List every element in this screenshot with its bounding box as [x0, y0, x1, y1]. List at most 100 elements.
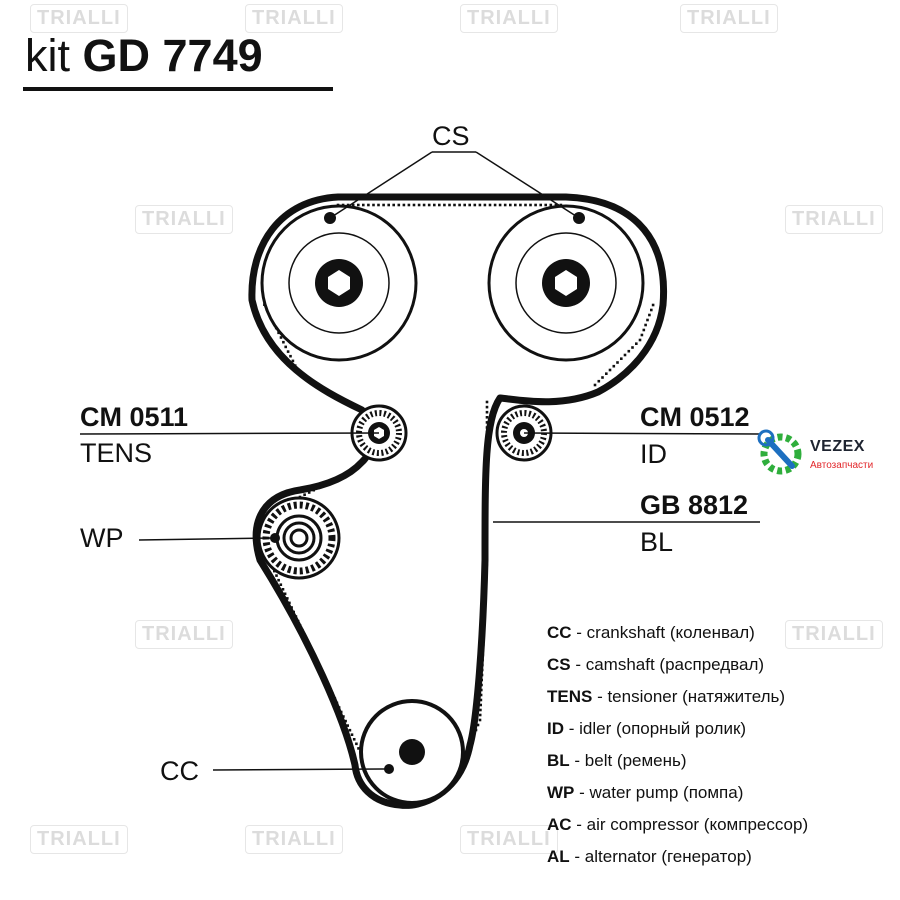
belt-tooth	[605, 372, 608, 375]
belt-tooth	[377, 203, 380, 207]
belt-tooth	[453, 203, 456, 207]
belt-tooth	[479, 703, 482, 707]
belt-tooth	[427, 203, 431, 207]
belt-tooth	[519, 203, 522, 207]
belt-tooth	[485, 400, 489, 404]
belt-tooth	[479, 693, 483, 697]
belt-tooth	[651, 303, 655, 307]
watermark: TRIALLI	[785, 205, 883, 234]
belt-tooth	[286, 350, 290, 353]
belt-tooth	[367, 203, 370, 207]
belt-tooth	[485, 421, 489, 424]
belt-tooth	[417, 203, 421, 207]
legend-item: CS - camshaft (распредвал)	[547, 655, 765, 674]
belt-tooth	[608, 368, 612, 372]
belt-tooth	[289, 354, 292, 358]
belt-tooth	[485, 405, 489, 409]
label-bl: BL	[640, 527, 674, 557]
watermark: TRIALLI	[30, 825, 128, 854]
belt-tooth	[344, 719, 347, 723]
belt-tooth	[544, 203, 547, 207]
belt-tooth	[493, 203, 497, 207]
brand-subtitle: Автозапчасти	[810, 460, 874, 471]
watermark: TRIALLI	[135, 205, 233, 234]
belt-tooth	[407, 203, 411, 207]
watermark: TRIALLI	[460, 825, 558, 854]
belt-tooth	[648, 313, 651, 317]
legend-item: TENS - tensioner (натяжитель)	[547, 687, 786, 706]
belt-tooth	[422, 203, 426, 207]
belt-tooth	[286, 597, 289, 600]
belt-tooth	[616, 361, 619, 364]
brand-name: VEZEX	[810, 438, 865, 455]
timing-belt	[248, 193, 668, 809]
belt-tooth	[644, 323, 647, 327]
belt-tooth	[650, 308, 653, 312]
belt-tooth	[372, 203, 375, 207]
belt-tooth	[514, 203, 517, 207]
belt-tooth	[438, 203, 441, 207]
belt-tooth	[412, 203, 416, 207]
belt-tooth	[485, 416, 489, 419]
watermark: TRIALLI	[460, 4, 558, 33]
belt-tooth	[601, 376, 604, 379]
watermark: TRIALLI	[785, 620, 883, 649]
belt-tooth	[283, 592, 287, 596]
belt-tooth	[282, 340, 285, 344]
belt-tooth	[281, 588, 285, 591]
belt-tooth	[351, 203, 355, 207]
belt-tooth	[402, 203, 406, 207]
legend-item: WP - water pump (помпа)	[547, 783, 744, 802]
belt-tooth	[382, 203, 385, 207]
belt-tooth	[485, 410, 489, 414]
label-gb8812: GB 8812	[640, 490, 749, 520]
watermark: TRIALLI	[245, 825, 343, 854]
belt-tooth	[458, 203, 461, 207]
belt-tooth	[387, 203, 390, 207]
belt-tooth	[529, 203, 532, 207]
belt-tooth	[534, 203, 537, 207]
belt-tooth	[284, 345, 287, 349]
belt-tooth	[549, 203, 553, 207]
belt-tooth	[478, 203, 482, 207]
belt-tooth	[479, 698, 483, 702]
belt-tooth	[554, 203, 558, 207]
label-id: ID	[640, 439, 667, 469]
belt-tooth	[346, 724, 349, 727]
label-wp: WP	[80, 523, 124, 553]
belt-tooth	[478, 718, 482, 722]
belt-tooth	[362, 203, 365, 207]
belt-tooth	[279, 336, 283, 339]
belt-tooth	[357, 203, 360, 207]
belt-tooth	[307, 491, 311, 494]
belt-tooth	[524, 203, 527, 207]
belt-tooth	[275, 574, 278, 577]
belt-tooth	[352, 738, 356, 741]
belt-tooth	[355, 742, 358, 746]
legend: CC - crankshaft (коленвал) CS - camshaft…	[547, 617, 808, 873]
belt-tooth	[279, 583, 283, 586]
belt-tooth	[303, 493, 306, 496]
belt-tooth	[620, 357, 623, 360]
belt-tooth	[483, 203, 487, 207]
kit-title: kit GD 7749	[25, 28, 263, 84]
camshaft-pulley-left	[260, 204, 418, 362]
belt-tooth	[468, 203, 471, 207]
belt-tooth	[635, 342, 638, 345]
belt-tooth	[443, 203, 446, 207]
legend-item: AL - alternator (генератор)	[547, 847, 752, 866]
belt-tooth	[392, 203, 395, 207]
label-cs: CS	[432, 121, 470, 151]
belt-tooth	[473, 203, 477, 207]
belt-tooth	[498, 203, 502, 207]
belt-tooth	[357, 747, 360, 750]
legend-item: AC - air compressor (компрессор)	[547, 815, 809, 834]
watermark: TRIALLI	[30, 4, 128, 33]
legend-item: BL - belt (ремень)	[547, 751, 687, 770]
belt-tooth	[476, 723, 480, 727]
camshaft-pulley-right	[487, 204, 645, 362]
belt-tooth	[612, 364, 616, 368]
belt-tooth	[348, 728, 352, 732]
belt-tooth	[503, 203, 507, 207]
